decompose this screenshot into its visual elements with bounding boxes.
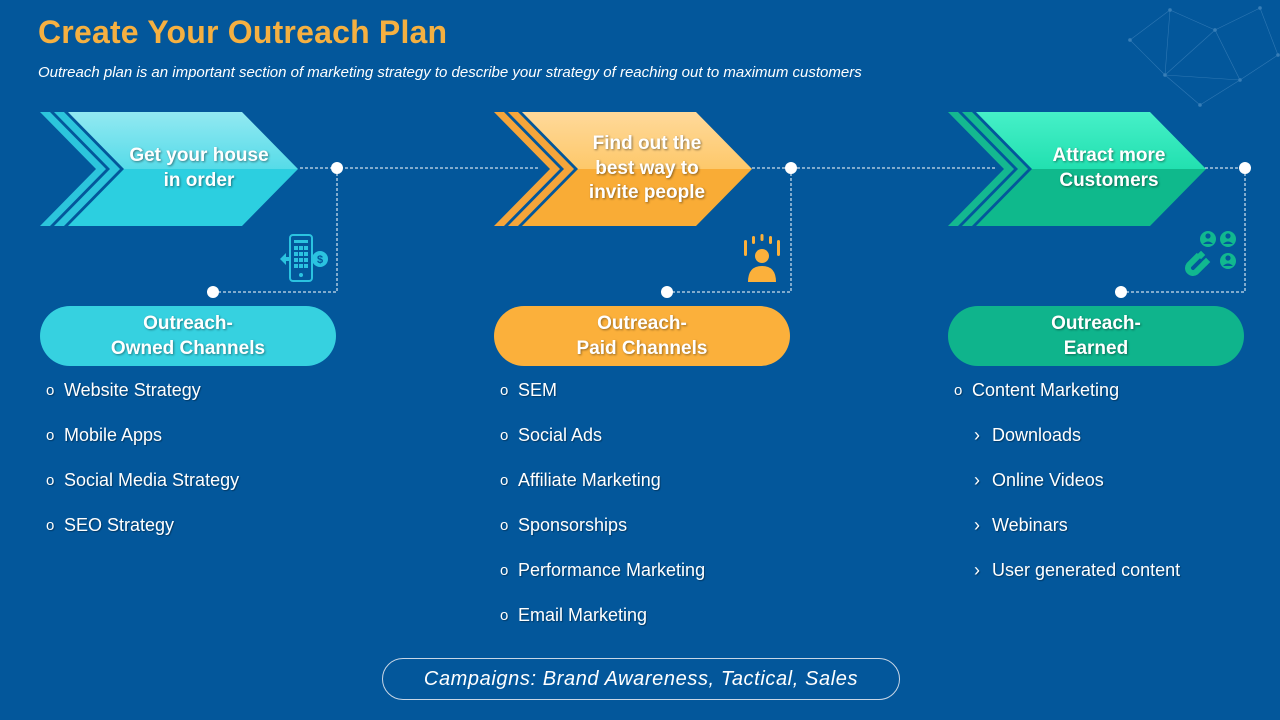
network-pattern-decoration <box>1128 6 1280 107</box>
list-bullet: o <box>46 427 55 444</box>
list-bullet: o <box>46 472 55 489</box>
list-bullet: o <box>500 517 509 534</box>
connector-dot <box>1239 162 1251 174</box>
list-subitem: ›Online Videos <box>974 470 1104 490</box>
list-bullet: o <box>500 382 509 399</box>
list-bullet: › <box>974 425 980 445</box>
list-bullet: › <box>974 560 980 580</box>
connector-dot <box>331 162 343 174</box>
list-bullet: › <box>974 515 980 535</box>
step-2-arrow <box>494 112 752 226</box>
step-3-arrow <box>948 112 1206 226</box>
step-3-label: Attract more Customers <box>1052 145 1166 191</box>
connector-dot <box>207 286 219 298</box>
page-subtitle: Outreach plan is an important section of… <box>38 64 862 81</box>
list-bullet: › <box>974 470 980 490</box>
list-bullet: o <box>954 382 963 399</box>
list-bullet: o <box>500 472 509 489</box>
person-announcement-icon <box>744 234 780 282</box>
svg-text:$: $ <box>317 254 323 266</box>
category-earned: Outreach- Earned <box>948 306 1244 366</box>
list-bullet: o <box>46 517 55 534</box>
list-subitem: ›Downloads <box>974 425 1082 445</box>
connector-dot <box>1115 286 1127 298</box>
connector-dot <box>661 286 673 298</box>
category-owned-channels: Outreach- Owned Channels <box>40 306 336 366</box>
step-2-label: Find out the best way to invite people <box>588 132 706 204</box>
mobile-payment-icon: $ <box>280 234 328 282</box>
page-title: Create Your Outreach Plan <box>38 14 448 50</box>
category-paid-channels: Outreach- Paid Channels <box>494 306 790 366</box>
list-subitem: ›User generated content <box>974 560 1181 580</box>
list-bullet: o <box>500 427 509 444</box>
connector-dot <box>785 162 797 174</box>
magnet-people-icon <box>1185 231 1236 276</box>
list-bullet: o <box>46 382 55 399</box>
step-1-arrow <box>40 112 298 226</box>
list-subitem: ›Webinars <box>974 515 1068 535</box>
step-1-label: Get your house in order <box>129 145 269 191</box>
campaigns-banner: Campaigns: Brand Awareness, Tactical, Sa… <box>382 658 900 700</box>
list-bullet: o <box>500 607 509 624</box>
list-bullet: o <box>500 562 509 579</box>
